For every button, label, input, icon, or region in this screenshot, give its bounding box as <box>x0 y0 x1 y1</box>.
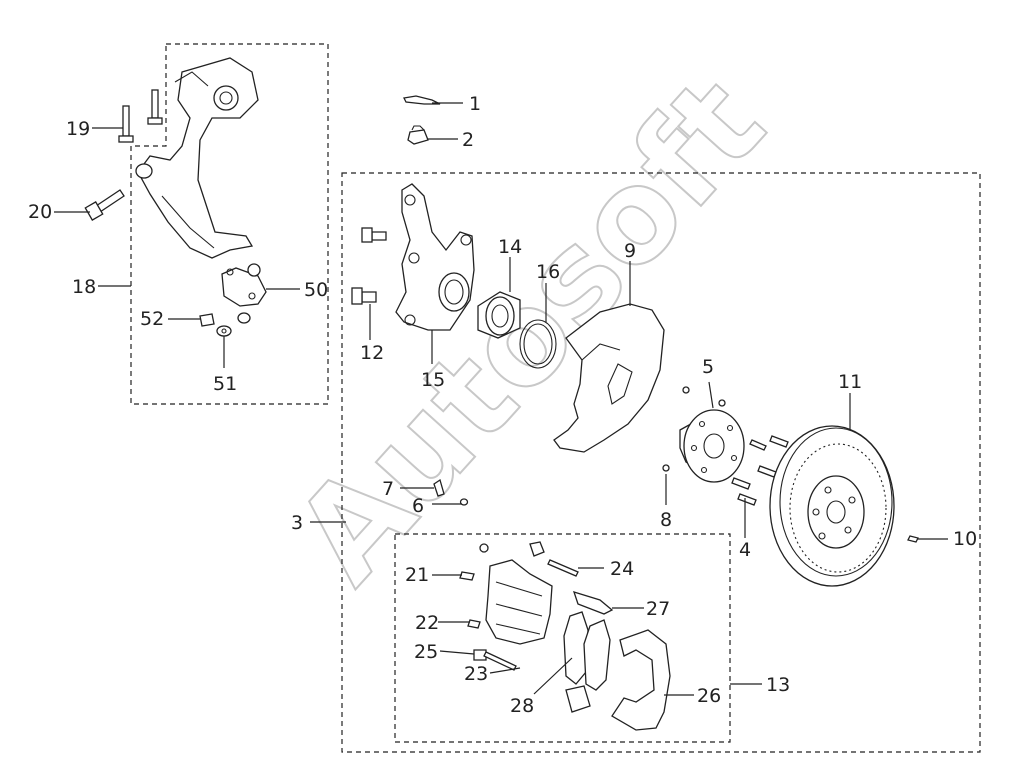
callout-52: 52 <box>140 308 164 330</box>
lower-arm-group-box <box>130 43 329 405</box>
callout-8: 8 <box>660 509 672 531</box>
callout-25: 25 <box>414 641 438 663</box>
caliper-group-box <box>394 533 731 743</box>
knuckle-group-box <box>341 172 981 753</box>
callout-numbers: 1 2 3 4 5 6 7 8 9 10 11 12 13 14 15 16 1… <box>28 93 977 717</box>
caliper-bracket <box>611 629 671 731</box>
callout-3: 3 <box>291 512 303 534</box>
part-6-cap <box>459 498 469 506</box>
caliper-housing <box>485 559 553 645</box>
callout-23: 23 <box>464 663 488 685</box>
wheel-studs <box>731 435 789 506</box>
callout-51: 51 <box>213 373 237 395</box>
snap-ring <box>519 319 557 369</box>
brake-disc <box>769 425 895 587</box>
callout-10: 10 <box>953 528 977 550</box>
callout-1: 1 <box>469 93 481 115</box>
callout-16: 16 <box>536 261 560 283</box>
callout-15: 15 <box>421 369 445 391</box>
part-1-clip <box>403 95 441 105</box>
callout-27: 27 <box>646 598 670 620</box>
wheel-hub <box>679 409 745 483</box>
callout-13: 13 <box>766 674 790 696</box>
callout-14: 14 <box>498 236 522 258</box>
lower-arm-bolts <box>118 89 163 143</box>
ball-joint <box>221 263 267 307</box>
callout-7: 7 <box>382 478 394 500</box>
brake-pads <box>563 611 611 691</box>
caliper-small-parts <box>459 541 579 671</box>
pad-clips <box>565 591 614 713</box>
callout-50: 50 <box>304 279 328 301</box>
callout-6: 6 <box>412 495 424 517</box>
callout-5: 5 <box>702 356 714 378</box>
callout-26: 26 <box>697 685 721 707</box>
callout-9: 9 <box>624 240 636 262</box>
hub-screws <box>662 386 726 472</box>
dust-shield <box>553 303 665 453</box>
steering-knuckle <box>395 183 475 331</box>
group-boxes <box>130 43 981 753</box>
callout-12: 12 <box>360 342 384 364</box>
part-7-bleeder <box>433 478 445 497</box>
part-2-nut <box>407 125 429 145</box>
callout-22: 22 <box>415 612 439 634</box>
watermark: Autosoft <box>267 50 793 611</box>
callout-19: 19 <box>66 118 90 140</box>
callout-2: 2 <box>462 129 474 151</box>
callout-28: 28 <box>510 695 534 717</box>
callout-4: 4 <box>739 539 751 561</box>
callout-20: 20 <box>28 201 52 223</box>
leader-lines <box>54 102 948 696</box>
knuckle-bolts <box>351 227 387 305</box>
lower-control-arm <box>135 57 259 259</box>
callout-11: 11 <box>838 371 862 393</box>
callout-24: 24 <box>610 558 634 580</box>
disc-screw-10 <box>907 535 919 543</box>
bolt-20 <box>84 189 125 221</box>
wheel-bearing <box>477 291 521 339</box>
callout-18: 18 <box>72 276 96 298</box>
nuts-51-52 <box>199 312 251 337</box>
callout-21: 21 <box>405 564 429 586</box>
